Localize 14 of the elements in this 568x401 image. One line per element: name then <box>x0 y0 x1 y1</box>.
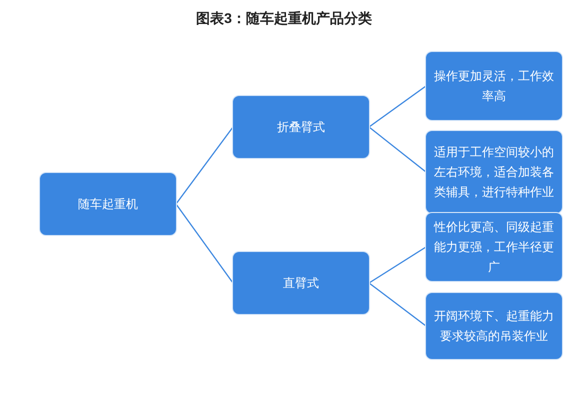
process-box: 开阔环境下、起重能力要求较高的吊装作业 <box>426 293 562 359</box>
connector-line <box>368 282 426 326</box>
process-box: 直臂式 <box>233 252 369 314</box>
connector-line <box>176 204 234 284</box>
process-box: 适用于工作空间较小的左右环境，适合加装各类辅具，进行特种作业 <box>426 131 562 213</box>
connector-line <box>368 126 426 172</box>
process-box: 性价比更高、同级起重能力更强，工作半径更广 <box>426 213 562 281</box>
connector-line <box>368 246 426 284</box>
title: 图表3：随车起重机产品分类 <box>196 9 372 28</box>
process-box: 折叠臂式 <box>233 96 369 158</box>
connector-line <box>176 126 234 204</box>
connector-line <box>368 86 426 128</box>
process-box: 随车起重机 <box>40 173 176 235</box>
process-box: 操作更加灵活，工作效率高 <box>426 52 562 120</box>
